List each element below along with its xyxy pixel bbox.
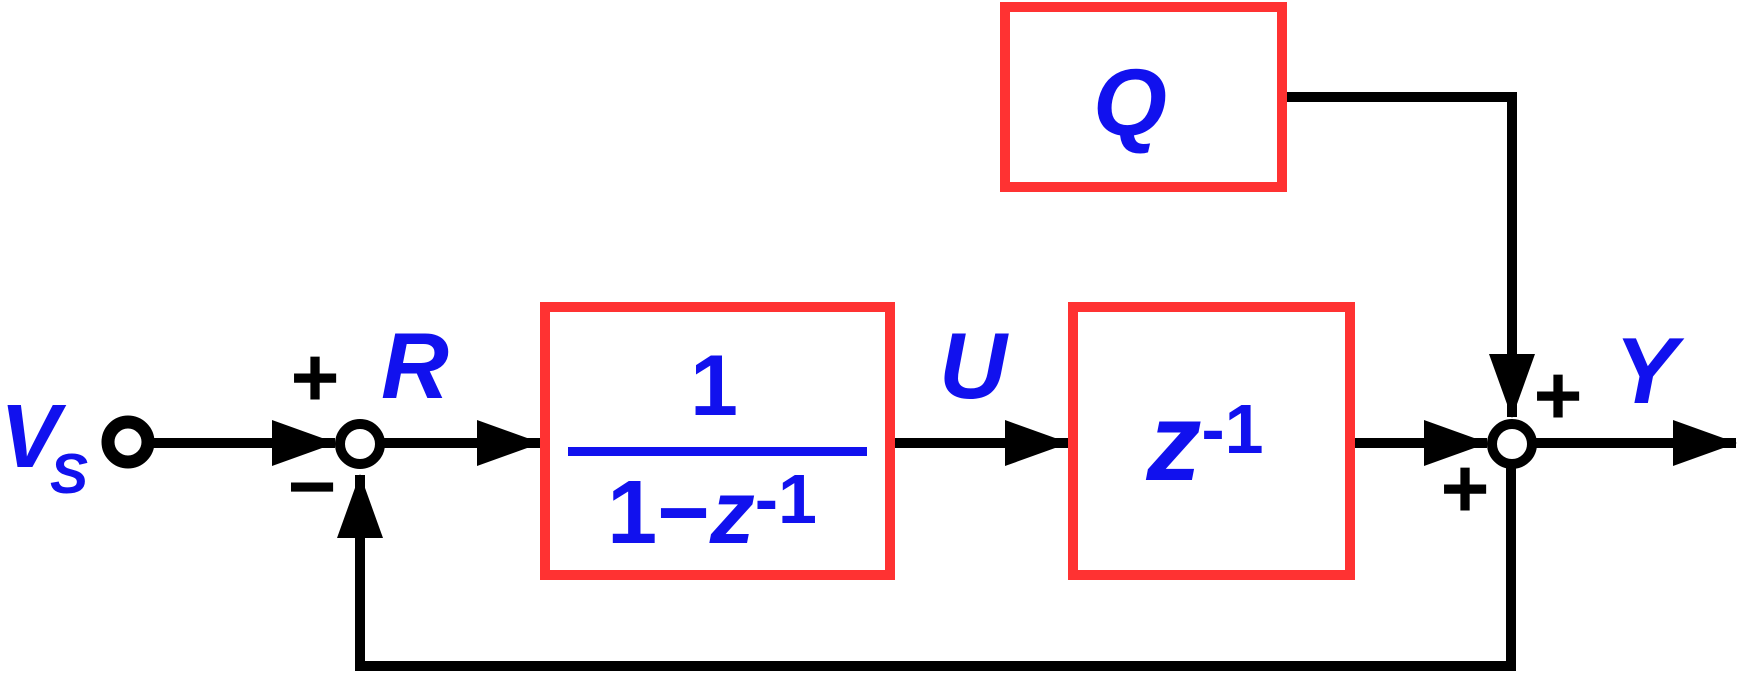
feedback-path	[337, 444, 1516, 671]
sum1-plus-sign: +	[290, 330, 339, 424]
accumulator-denominator: 1−z-1	[607, 460, 817, 563]
sum2-plus-left-sign: +	[1440, 441, 1489, 535]
q-injection-path	[1285, 92, 1535, 418]
sum2-plus-top-sign: +	[1533, 348, 1582, 442]
quantization-block	[1000, 2, 1287, 192]
input-signal-label: VS	[0, 387, 88, 506]
accumulator-block	[540, 302, 895, 580]
quantization-label: Q	[1093, 50, 1167, 156]
delay-block	[1068, 302, 1355, 580]
accumulator-numerator: 1	[690, 338, 738, 434]
delay-formula: z-1	[1145, 381, 1263, 504]
summing-junction-input	[335, 419, 385, 469]
accumulator-output-label: U	[939, 313, 1009, 418]
error-signal-label: R	[381, 313, 449, 418]
output-signal-label: Y	[1615, 318, 1685, 423]
fraction-bar	[568, 447, 867, 456]
summing-junction-output	[1487, 419, 1537, 469]
sum1-minus-sign: −	[287, 439, 336, 533]
input-terminal-node	[101, 415, 155, 469]
